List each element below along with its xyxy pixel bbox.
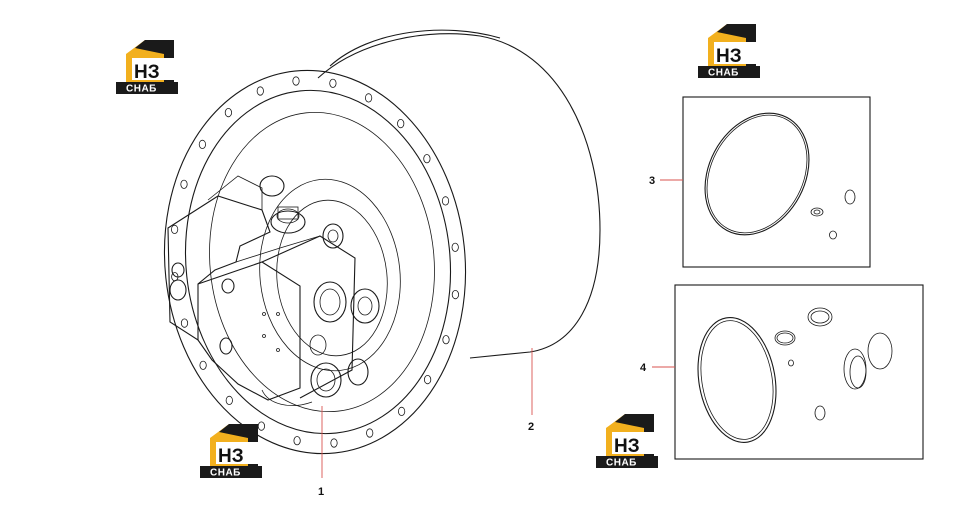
callout-label-4: 4 xyxy=(640,362,647,374)
flange-bolt-holes xyxy=(171,76,459,448)
bolt-hole xyxy=(397,119,405,129)
logo-caption: СНАБ xyxy=(606,458,637,469)
brand-logo-2: НЗ СНАБ xyxy=(698,24,760,79)
brand-logo-4: НЗ СНАБ xyxy=(596,414,658,469)
logo-letters: НЗ xyxy=(218,446,244,467)
logo-caption: СНАБ xyxy=(210,468,241,479)
logo-letters: НЗ xyxy=(716,46,742,67)
o-ring-kit-box xyxy=(674,284,924,460)
bolt-hole xyxy=(330,438,338,448)
bolt-hole xyxy=(225,395,233,405)
callout-label-2: 2 xyxy=(528,421,534,433)
bolt-hole xyxy=(366,428,374,438)
callout-label-1: 1 xyxy=(318,486,324,498)
bolt-hole xyxy=(423,374,432,385)
logo-caption: СНАБ xyxy=(126,84,157,95)
bolt-hole xyxy=(292,76,300,86)
final-drive-drum xyxy=(163,29,601,455)
bolt-hole xyxy=(451,242,459,252)
bolt-hole xyxy=(171,224,179,234)
bolt-hole xyxy=(451,289,459,300)
logo-caption: СНАБ xyxy=(708,68,739,79)
bolt-hole xyxy=(198,139,206,149)
callout-label-3: 3 xyxy=(649,175,655,187)
bolt-hole xyxy=(180,179,188,189)
bolt-hole xyxy=(199,360,207,370)
callout-4[interactable]: 4 xyxy=(640,362,675,374)
callout-2[interactable]: 2 xyxy=(528,348,534,433)
callout-1[interactable]: 1 xyxy=(318,406,324,498)
seal-kit-box xyxy=(682,96,871,268)
brand-logo-1: НЗ СНАБ xyxy=(116,40,178,95)
bolt-hole xyxy=(364,93,373,103)
bolt-hole xyxy=(329,78,337,88)
motor-block xyxy=(167,175,380,406)
bolt-hole xyxy=(257,421,265,431)
logo-letters: НЗ xyxy=(614,436,640,457)
bolt-hole xyxy=(293,436,301,446)
callout-3[interactable]: 3 xyxy=(649,175,683,187)
bolt-hole xyxy=(441,196,450,206)
bolt-hole xyxy=(442,335,450,345)
bolt-hole xyxy=(180,318,189,328)
logo-letters: НЗ xyxy=(134,62,160,83)
bolt-hole xyxy=(256,86,264,96)
bolt-hole xyxy=(423,154,431,164)
brand-logo-3: НЗ СНАБ xyxy=(200,424,262,479)
bolt-hole xyxy=(224,108,232,118)
bolt-hole xyxy=(397,406,406,416)
